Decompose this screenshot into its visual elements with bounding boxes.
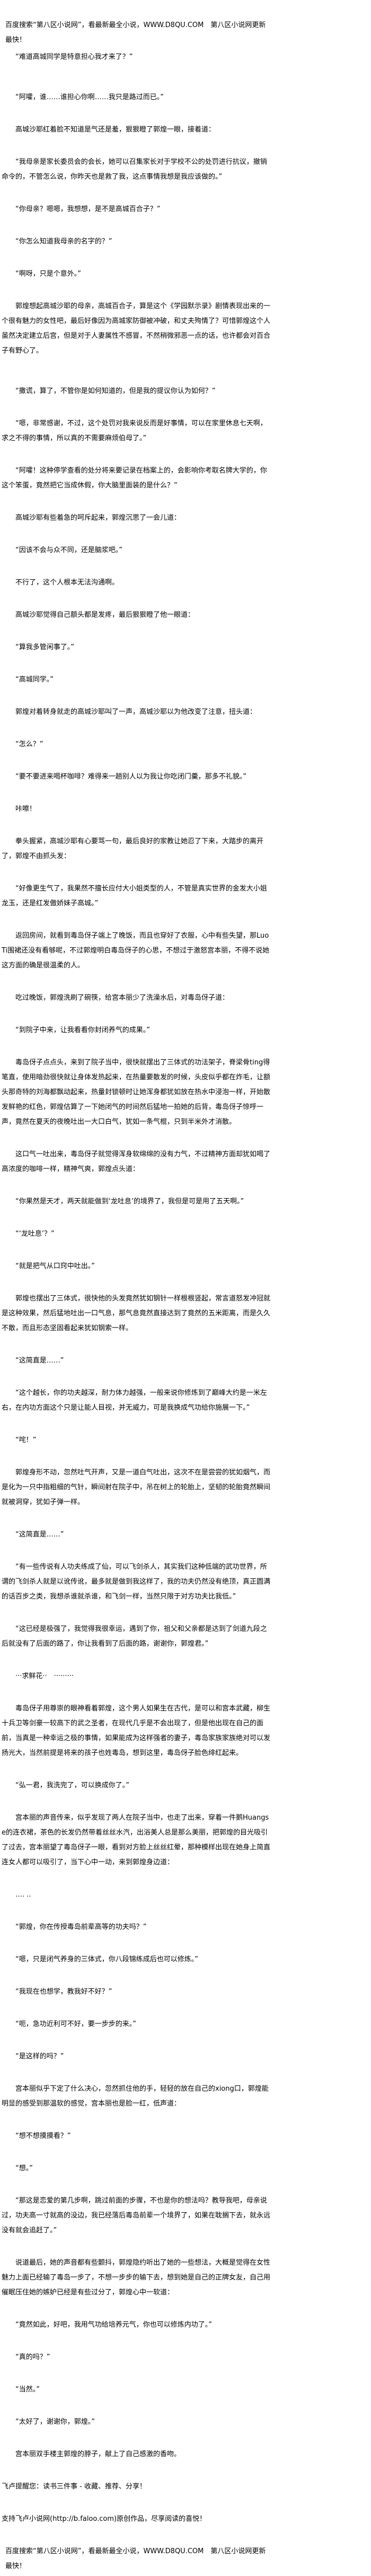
paragraph: “那这是恋爱的第几步啊，跳过前面的步骤，不也是你的想法吗？教导我吧，母亲说过，功… [2, 2197, 271, 2234]
chapter-body: “难道高城同学是特意担心我才来了？” “阿嚯，谁……谁担心你啊……我只是路过而已。… [2, 50, 270, 2462]
paragraph: 咔嚓！ [15, 805, 37, 813]
paragraph: “就是把气从口窍中吐出。” [15, 1262, 95, 1270]
paragraph: 宫本丽的声音传来，似乎发现了两人在院子当中，也走了出来，穿着一件鹅Huangse… [2, 1814, 271, 1866]
paragraph: “这简直是……” [15, 1531, 64, 1539]
paragraph: “啊呀，只是个意外。” [15, 270, 81, 278]
paragraph: “呃，急功近利可不好，要一步步的来。” [15, 2020, 136, 2028]
paragraph: “想。” [15, 2164, 33, 2172]
paragraph: “阿嚯！这种停学查看的处分将来要记录在档案上的，会影响你考取名牌大学的，你这个笨… [2, 467, 267, 490]
paragraph: “怎么？” [15, 740, 43, 748]
paragraph: “嗯，非常感谢，不过，这个处罚对我来说反而是好事情，可以在家里休息七天啊，求之不… [2, 420, 267, 442]
footer-support: 支持飞卢小说网(http://b.faloo.com)原创作品，尽享阅读的喜悦！ [2, 2515, 207, 2523]
paragraph: “高城同学。” [15, 676, 54, 684]
paragraph: 郭煌身形不动，忽然吐气开声，又是一道白气吐出，这次不在是尝尝的犹如烟气，而是化为… [2, 1469, 271, 1506]
paragraph: “郭煌，你在传授毒岛前辈高等的功夫吗？” [15, 1923, 147, 1931]
paragraph: “太好了，谢谢你，郭煌。” [15, 2418, 95, 2426]
paragraph: 返回房间，就看到毒岛伢子端上了晚饭，而且也穿好了衣服，心中有些失望，那LuoTi… [2, 932, 270, 970]
paragraph: “到院子中来，让我看看你封闭养气的成果。” [15, 1026, 150, 1034]
paragraph: ···求鲜花·· ········· [15, 1672, 74, 1680]
paragraph: 高城沙耶有些着急的呵斥起来，郭煌沉思了一会儿道： [15, 514, 181, 522]
paragraph: 不行了，这个人根本无法沟通啊。 [15, 579, 119, 587]
paragraph: 说道最后，她的声音都有些颤抖，郭煌隐约听出了她的一些想法，大概是觉得在女性魅力上… [2, 2259, 271, 2296]
paragraph: 高城沙耶觉得自己额头都是发疼，最后狠狠瞪了他一眼道： [15, 611, 195, 619]
chapter-content: 百度搜索“第八区小说网”，看最新最全小说，WWW.D8QU.COM 第八区小说网… [2, 18, 270, 2576]
paragraph: 郭煌也摆出了三体式，很快他的头发竟然犹如钢针一样根根竖起，常言道怒发冲冠就是这种… [2, 1295, 271, 1332]
paragraph: “弘一君，我洗完了，可以换成你了。” [15, 1782, 129, 1789]
paragraph: “真的吗？” [15, 2353, 50, 2361]
paragraph: “要不要进来喝杯咖啡？难得来一趟别人以为我让你吃闭门羹，那多不礼貌。” [15, 773, 246, 781]
paragraph: “嗯，只是闭气养身的三体式，你八段锦练成后也可以修炼。” [15, 1955, 198, 1963]
paragraph: 毒岛伢子点点头，来到了院子当中，很快就摆出了三体式的功法架子，脊梁骨ting得笔… [2, 1059, 271, 1126]
paragraph: 郭煌想起高城沙耶的母亲，高城百合子，算是这个《学园默示录》剧情表现出来的一个很有… [2, 302, 271, 355]
paragraph: “这简直是……” [15, 1357, 64, 1365]
paragraph: “因该不会与众不同，还是脑浆吧。” [15, 546, 122, 554]
paragraph: “想不想摸摸看？” [15, 2132, 71, 2140]
paragraph: “当然。” [15, 2386, 40, 2394]
paragraph: 郭煌对着转身就走的高城沙耶叫了一声，高城沙耶以为他改变了注意，扭头道： [15, 708, 257, 716]
paragraph: “我母亲是家长委员会的会长，她可以召集家长对于学校不公的处罚进行抗议，撤销命令的… [2, 158, 267, 181]
paragraph: 宫本丽似乎下定了什么决心，忽然抓住他的手，轻轻的放在自己的xiong口，郭煌能明… [2, 2085, 269, 2108]
paragraph: 拳头握紧，高城沙耶有心要骂一句，最后良好的家教让她忍了下来，大踏步的离开了，郭煌… [2, 837, 264, 860]
paragraph: 这口气一吐出来，毒岛伢子就觉得浑身软绵绵的没有力气，不过精神方面却犹如喝了高浓度… [2, 1150, 271, 1173]
paragraph: “这个越长，你的功夫越深，耐力体力越强，一般来说你修炼到了巅峰大约是一米左右，在… [2, 1389, 267, 1412]
paragraph: 高城沙耶红着脸不知道是气还是羞，狠狠瞪了郭煌一眼，接着道： [15, 126, 216, 134]
paragraph: “你果然是天才，两天就能做到‘龙吐息’的境界了，我但是可是用了五天啊。” [15, 1198, 244, 1206]
paragraph: …. .. [15, 1891, 31, 1899]
paragraph: “我现在也想学，教我好不好？” [15, 1988, 112, 1996]
paragraph: “‘龙吐息’？” [15, 1230, 55, 1238]
paragraph: “好像更生气了，我果然不擅长应付大小姐类型的人，不管是真实世界的金发大小姐龙玉，… [2, 885, 267, 907]
paragraph: 毒岛伢子用尊崇的眼神看着郭煌，这个男人如果生在古代，是可以和宫本武藏，柳生十兵卫… [2, 1705, 271, 1757]
paragraph: “这已经是极强了，我觉得我很幸运，遇到了你，祖父和父亲都是达到了剑道九段之后就没… [2, 1625, 267, 1648]
footer-reminder: 飞卢提醒您：读书三件事 - 收藏、推荐、分享！ [2, 2483, 146, 2491]
paragraph: 吃过晚饭，郭煌洗刷了碗筷，给宫本丽少了洗澡水后，对毒岛伢子道： [15, 994, 229, 1002]
paragraph: “算我多管闲事了。” [15, 643, 74, 651]
paragraph: “你怎么知道我母亲的名字的？” [15, 238, 112, 246]
site-banner-top: 百度搜索“第八区小说网”，看最新最全小说，WWW.D8QU.COM 第八区小说网… [5, 21, 266, 44]
paragraph: 宫本丽双手楼主郭煌的脖子，献上了自己感激的香吻。 [15, 2450, 181, 2458]
paragraph: “有一些传说有人功夫练成了仙，可以飞剑杀人，其实我们这种低端的武功世界，所谓的飞… [2, 1563, 271, 1601]
paragraph: “阿嚯，谁……谁担心你啊……我只是路过而已。” [15, 93, 164, 101]
paragraph: “难道高城同学是特意担心我才来了？” [15, 53, 133, 61]
paragraph: “你母亲？嗯嗯，我想想，是不是高城百合子？” [15, 205, 161, 213]
paragraph: “撒谎，算了，不管你是如何知道的，但是我的提议你认为如何？” [15, 387, 216, 395]
paragraph: “咤！” [15, 1436, 37, 1444]
paragraph: “竟然如此，好吧，我用气功给培养元气，你也可以修炼内功了。” [15, 2321, 212, 2329]
site-banner-bottom: 百度搜索“第八区小说网”，看最新最全小说，WWW.D8QU.COM 第八区小说网… [5, 2547, 266, 2570]
paragraph: “是这样的吗？” [15, 2053, 64, 2060]
